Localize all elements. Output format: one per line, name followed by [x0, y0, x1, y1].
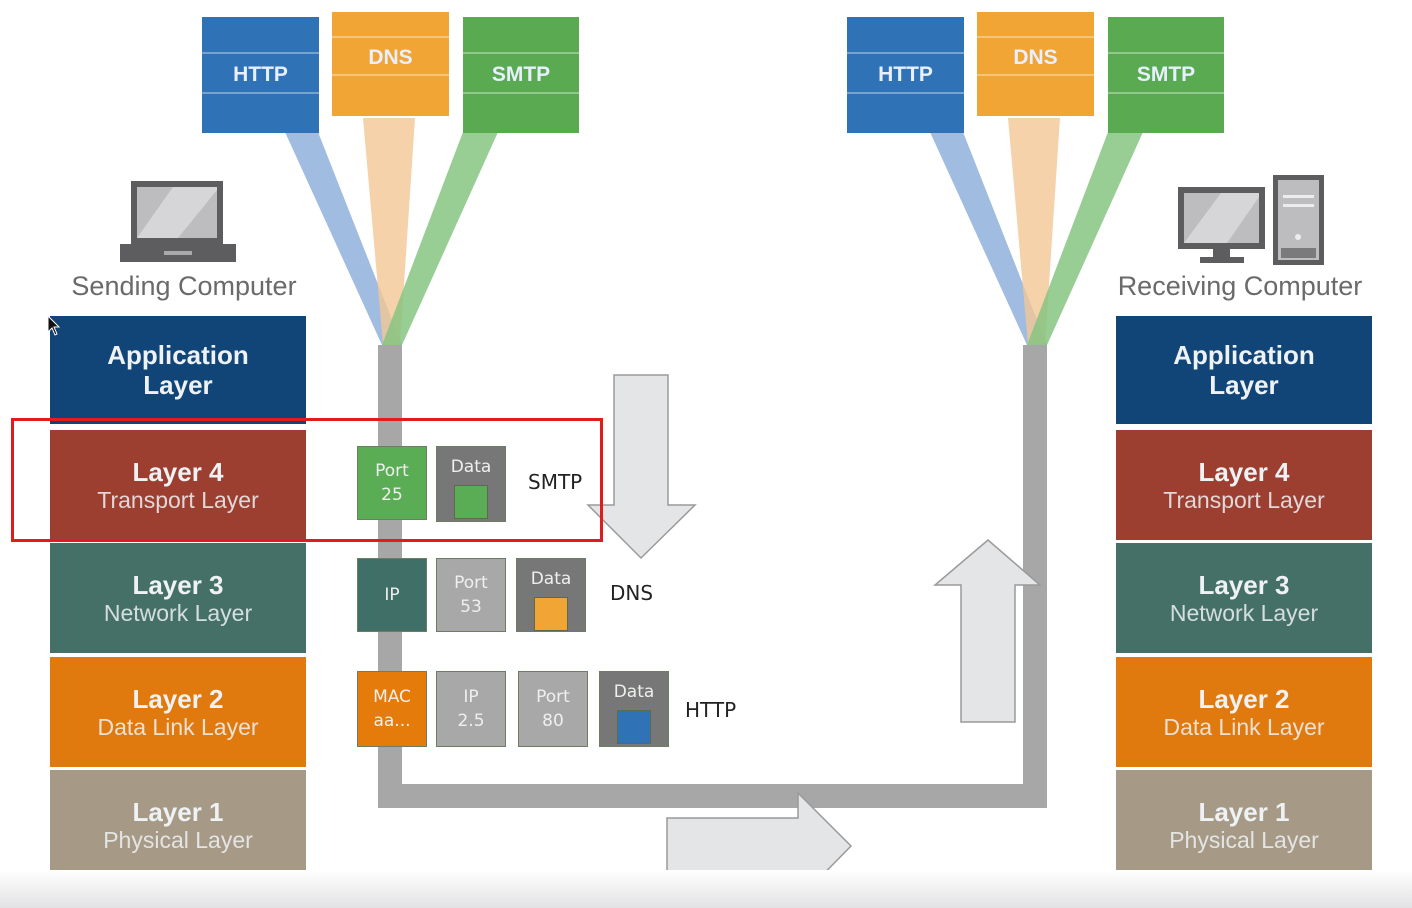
sending-physical-layer: Layer 1 Physical Layer — [50, 770, 306, 880]
packet-port-segment: Port 53 — [436, 558, 506, 632]
desktop-computer-icon — [1178, 175, 1324, 265]
sending-computer-label: Sending Computer — [71, 271, 297, 301]
packet-data-segment: Data — [436, 446, 506, 522]
protocol-block-dns: DNS — [332, 12, 449, 116]
packet-protocol-label: DNS — [610, 581, 654, 605]
packet-protocol-label: HTTP — [685, 698, 737, 722]
dns-funnel-right — [1008, 118, 1060, 345]
smtp-funnel-right — [1027, 132, 1143, 345]
protocol-block-smtp: SMTP — [1108, 17, 1224, 133]
data-payload-square — [534, 597, 568, 631]
laptop-icon — [120, 181, 236, 262]
receiving-transport-layer: Layer 4 Transport Layer — [1116, 430, 1372, 540]
smtp-funnel-left — [382, 132, 498, 345]
sending-network-layer: Layer 3 Network Layer — [50, 543, 306, 653]
up-arrow — [932, 539, 1043, 723]
packet-data-segment: Data — [599, 671, 669, 747]
protocol-block-http: HTTP — [847, 17, 964, 133]
packet-mac-segment: MAC aa... — [357, 671, 427, 747]
packet-port-segment: Port 25 — [357, 446, 427, 520]
sending-data-link-layer: Layer 2 Data Link Layer — [50, 657, 306, 767]
packet-data-segment: Data — [516, 558, 586, 632]
packet-ip-segment: IP 2.5 — [436, 671, 506, 747]
protocol-block-smtp: SMTP — [463, 17, 579, 133]
packet-port-segment: Port 80 — [518, 671, 588, 747]
packet-ip-segment: IP — [357, 558, 427, 632]
receiving-data-link-layer: Layer 2 Data Link Layer — [1116, 657, 1372, 767]
protocol-block-dns: DNS — [977, 12, 1094, 116]
sending-application-layer: Application Layer — [50, 316, 306, 424]
receiving-physical-layer: Layer 1 Physical Layer — [1116, 770, 1372, 880]
dns-funnel-left — [363, 118, 415, 345]
bottom-gradient-bar — [0, 870, 1412, 908]
sending-transport-layer: Layer 4 Transport Layer — [50, 430, 306, 540]
data-payload-square — [617, 710, 651, 744]
mouse-cursor-icon — [47, 315, 61, 336]
data-payload-square — [454, 485, 488, 519]
packet-protocol-label: SMTP — [528, 470, 583, 494]
receiving-application-layer: Application Layer — [1116, 316, 1372, 424]
transport-layer-highlight — [11, 418, 603, 542]
down-arrow — [586, 374, 697, 560]
receiving-computer-label: Receiving Computer — [1117, 271, 1363, 301]
http-funnel-right — [930, 132, 1047, 345]
http-funnel-left — [285, 132, 402, 345]
receiving-network-layer: Layer 3 Network Layer — [1116, 543, 1372, 653]
protocol-block-http: HTTP — [202, 17, 319, 133]
